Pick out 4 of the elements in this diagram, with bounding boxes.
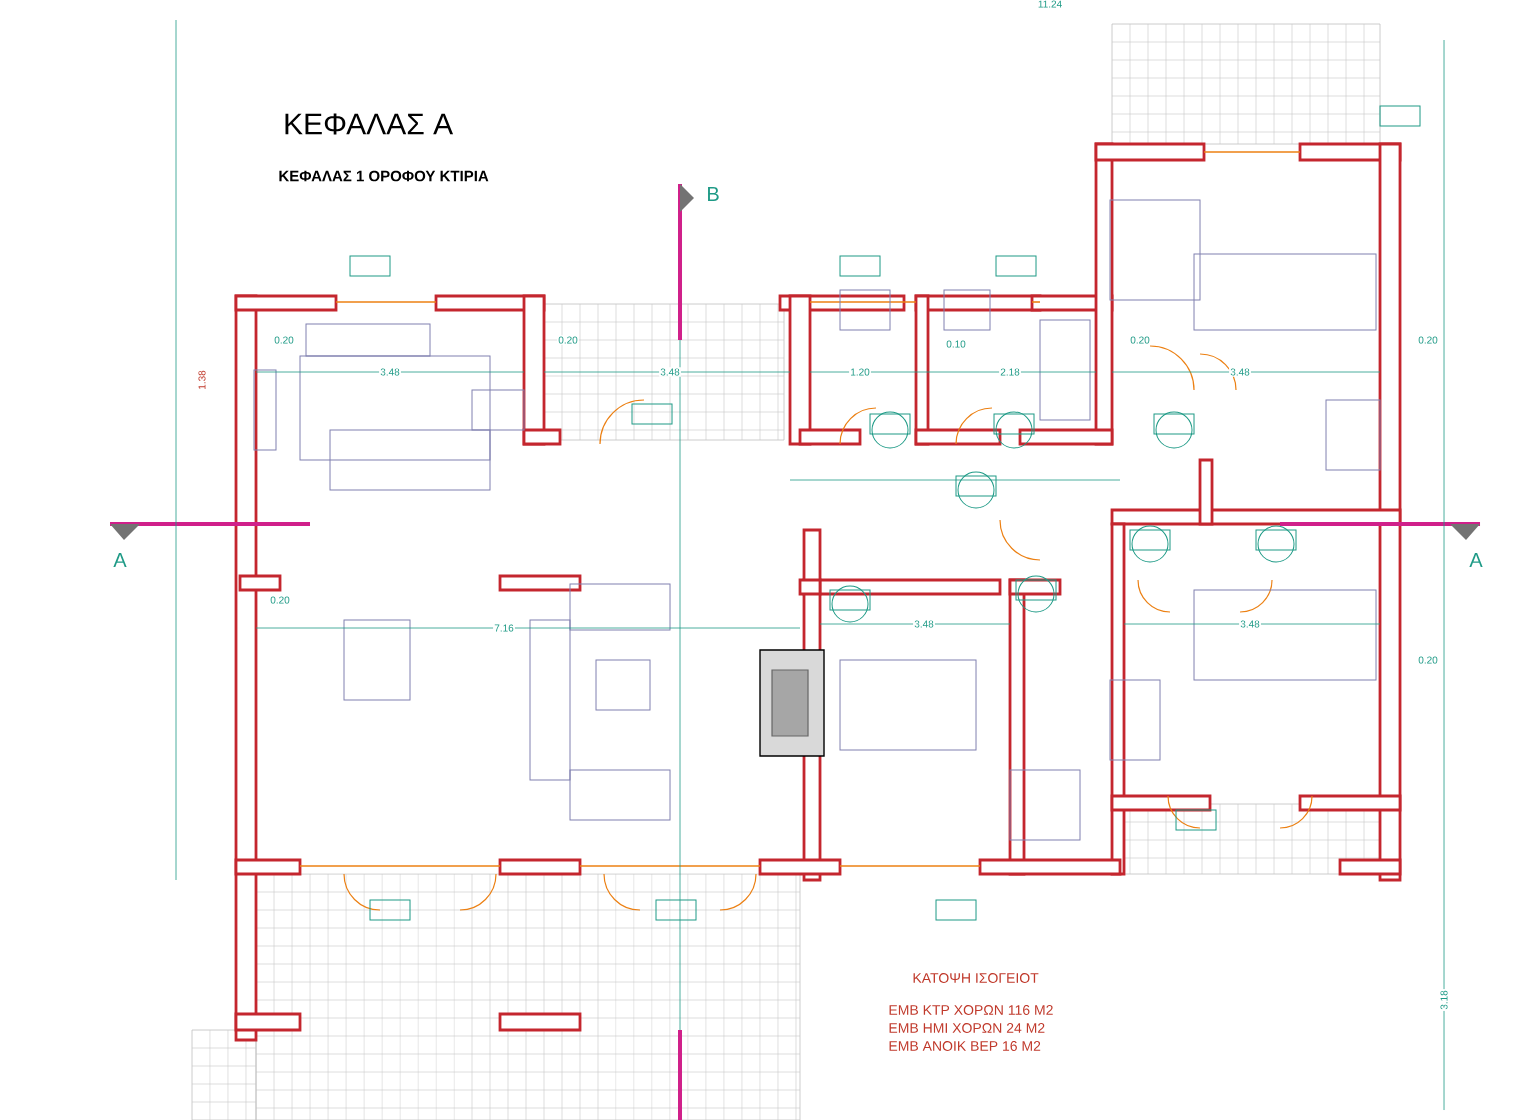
section-letter: A	[113, 553, 127, 567]
plan-title: ΚΕΦΑΛΑΣ Α	[285, 113, 454, 135]
section-letter: B	[708, 187, 719, 201]
section-letter: A	[1469, 553, 1483, 567]
